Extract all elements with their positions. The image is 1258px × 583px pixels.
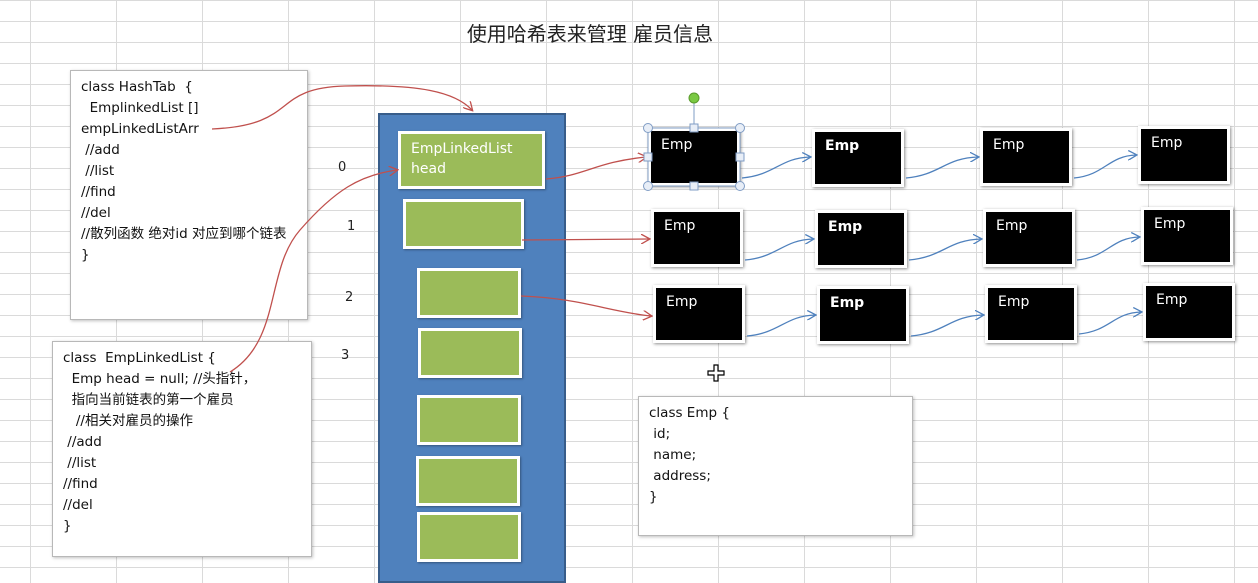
emp-node[interactable]: Emp xyxy=(980,128,1072,186)
diagram-title: 使用哈希表来管理 雇员信息 xyxy=(466,22,714,46)
code-line: } xyxy=(63,518,72,534)
emp-node[interactable]: Emp xyxy=(653,285,745,343)
code-line: } xyxy=(81,247,90,263)
code-line: } xyxy=(649,489,658,505)
arrow-slot0-to-emp xyxy=(545,157,646,180)
code-line: name; xyxy=(649,447,697,463)
arrow-next xyxy=(1073,155,1136,179)
code-line: //list xyxy=(63,455,97,471)
array-slot-2[interactable] xyxy=(417,268,521,318)
array-slot-0[interactable]: EmpLinkedList head xyxy=(398,131,545,189)
code-line: //find xyxy=(63,476,98,492)
rotate-handle-icon[interactable] xyxy=(688,92,700,104)
code-line: id; xyxy=(649,426,671,442)
code-line: //del xyxy=(81,205,111,221)
arrow-slot1-to-emp xyxy=(521,239,649,240)
arrow-next xyxy=(908,239,981,261)
emp-node[interactable]: Emp xyxy=(1138,126,1230,184)
code-line: class EmpLinkedList { xyxy=(63,350,216,366)
arrow-next xyxy=(744,239,813,261)
code-line: //add xyxy=(63,434,102,450)
arrow-slot2-to-emp xyxy=(520,295,651,316)
code-line: empLinkedListArr xyxy=(81,121,199,137)
code-line: //del xyxy=(63,497,93,513)
code-line: class Emp { xyxy=(649,405,730,421)
arrow-head-to-slot0 xyxy=(229,170,397,373)
code-line: EmplinkedList [] xyxy=(81,100,199,116)
array-slot-5[interactable] xyxy=(416,456,520,506)
emp-node[interactable]: Emp xyxy=(651,209,743,267)
selection-handles[interactable] xyxy=(643,92,745,191)
emp-node[interactable]: Emp xyxy=(985,285,1077,343)
index-label-0: 0 xyxy=(338,160,347,175)
emp-node[interactable]: Emp xyxy=(1143,283,1235,341)
arrow-next xyxy=(741,157,810,179)
array-slot-3[interactable] xyxy=(418,328,522,378)
emplinkedlist-class-box[interactable]: class EmpLinkedList { Emp head = null; /… xyxy=(52,341,312,557)
array-slot-6[interactable] xyxy=(417,512,521,562)
arrow-next xyxy=(1076,237,1139,261)
emp-class-box[interactable]: class Emp { id; name; address; } xyxy=(638,396,913,536)
code-line: //相关对雇员的操作 xyxy=(63,413,193,429)
emp-node[interactable]: Emp xyxy=(983,209,1075,267)
emp-node[interactable]: Emp xyxy=(817,286,909,344)
array-slot-1[interactable] xyxy=(403,199,524,249)
code-line: Emp head = null; //头指针， xyxy=(63,371,257,387)
emp-node[interactable]: Emp xyxy=(815,210,907,268)
index-label-3: 3 xyxy=(341,348,350,363)
index-label-2: 2 xyxy=(345,290,354,305)
hashtab-class-box[interactable]: class HashTab { EmplinkedList [] empLink… xyxy=(70,70,308,320)
emp-node[interactable]: Emp xyxy=(1141,207,1233,265)
code-line: //find xyxy=(81,184,116,200)
code-line: //add xyxy=(81,142,120,158)
arrow-hashtab-to-array xyxy=(211,85,472,130)
code-line: //散列函数 绝对id 对应到哪个链表 xyxy=(81,226,287,242)
slot-label: head xyxy=(411,161,446,177)
index-label-1: 1 xyxy=(347,219,356,234)
array-slot-4[interactable] xyxy=(417,395,521,445)
code-line: address; xyxy=(649,468,711,484)
code-line: class HashTab { xyxy=(81,79,193,95)
arrow-next xyxy=(1078,312,1141,335)
emp-node[interactable]: Emp xyxy=(812,129,904,187)
code-line: 指向当前链表的第一个雇员 xyxy=(63,392,234,408)
slot-label: EmpLinkedList xyxy=(411,141,513,157)
move-cursor-icon xyxy=(707,364,725,382)
arrow-next xyxy=(910,315,983,337)
code-line: //list xyxy=(81,163,115,179)
arrow-next xyxy=(905,157,978,179)
arrow-next xyxy=(746,315,815,337)
